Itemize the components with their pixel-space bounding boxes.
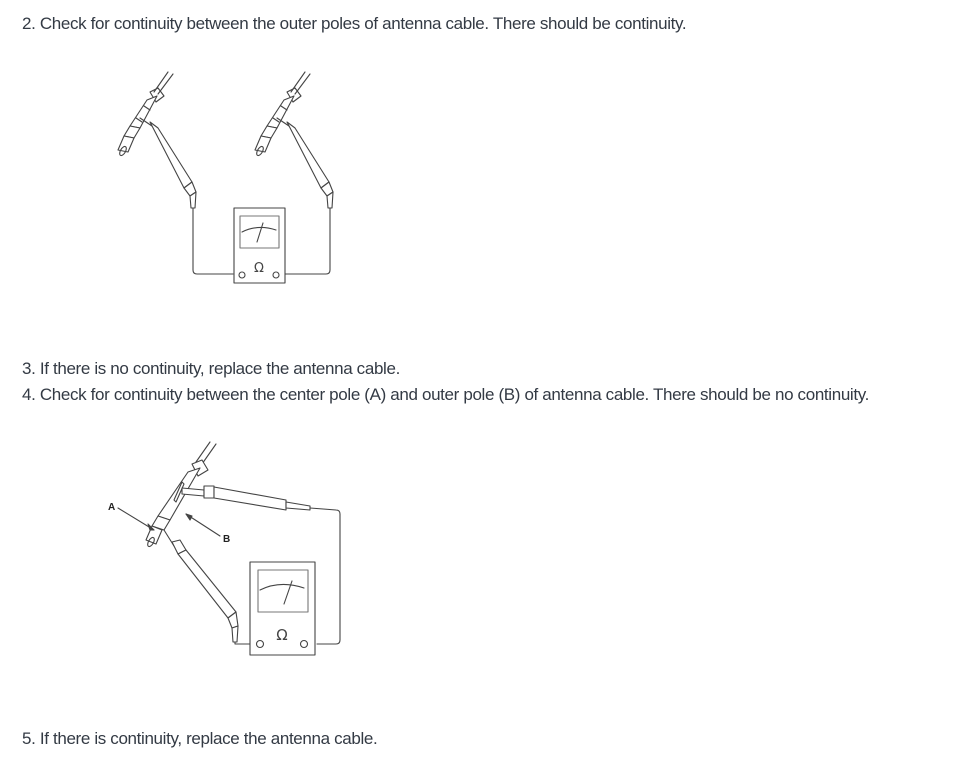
antenna-connector-left-icon bbox=[117, 71, 174, 157]
probe-lower-icon bbox=[163, 529, 257, 645]
callout-label-a: A bbox=[108, 502, 115, 513]
step-3-instruction: 3. If there is no continuity, replace th… bbox=[22, 359, 400, 378]
ohmmeter-diagram-1: Ω bbox=[117, 71, 334, 284]
antenna-connector-icon bbox=[145, 441, 217, 548]
ohmmeter-icon bbox=[249, 561, 316, 656]
step-5-instruction: 5. If there is continuity, replace the a… bbox=[22, 729, 378, 748]
ohmmeter-diagram-2: A B Ω bbox=[108, 441, 341, 656]
ohm-symbol: Ω bbox=[254, 261, 264, 276]
antenna-connector-right-icon bbox=[254, 71, 311, 157]
callout-a-arrow bbox=[117, 507, 155, 531]
figure-center-outer-pole-check: A B Ω bbox=[90, 430, 360, 670]
step-2-instruction: 2. Check for continuity between the oute… bbox=[22, 14, 687, 33]
probe-upper-icon bbox=[181, 485, 341, 645]
probe-right-icon bbox=[276, 117, 334, 275]
figure-outer-poles-continuity: Ω bbox=[100, 60, 350, 290]
step-4-instruction: 4. Check for continuity between the cent… bbox=[22, 385, 869, 404]
ohm-symbol: Ω bbox=[276, 626, 287, 644]
callout-label-b: B bbox=[223, 534, 230, 545]
ohmmeter-icon bbox=[233, 207, 286, 284]
probe-left-icon bbox=[139, 117, 234, 275]
